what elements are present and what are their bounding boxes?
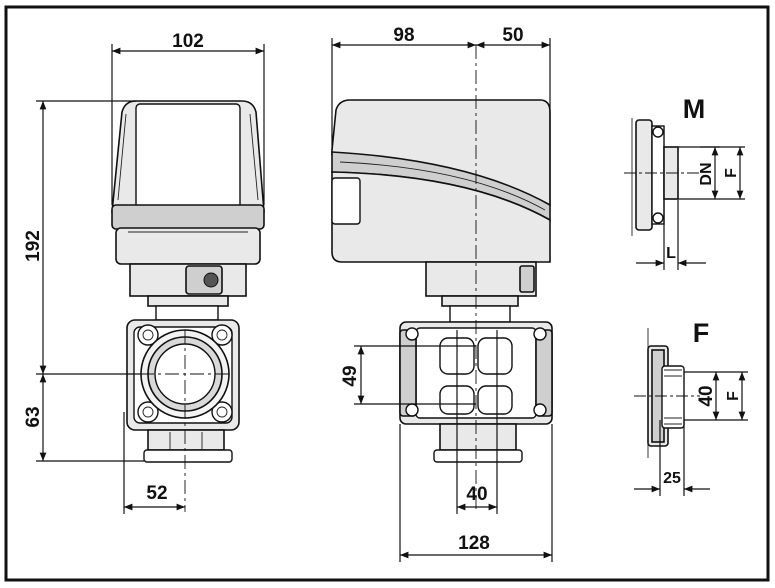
detail-f-40-label: 40	[696, 385, 717, 406]
detail-m-l-label: L	[666, 245, 676, 262]
front-actuator-housing	[111, 100, 265, 265]
dim-front-width-label: 102	[172, 31, 204, 52]
dim-side-overall-label: 128	[458, 533, 490, 554]
dim-front-width: 102	[111, 31, 265, 205]
dim-side-port-spacing: 49	[340, 345, 476, 405]
side-view: 98 50 49 40 128	[331, 25, 553, 562]
detail-m-dn-label: DN	[698, 162, 715, 185]
dim-front-height-lower-label: 63	[23, 406, 44, 427]
dim-side-depth-front-label: 50	[502, 25, 523, 46]
front-neck	[129, 263, 247, 321]
side-neck	[425, 261, 537, 323]
side-valve-body	[399, 321, 553, 463]
detail-f-25-label: 25	[663, 470, 681, 487]
dim-side-depth: 98 50	[331, 25, 551, 205]
detail-f-label: F	[693, 318, 710, 348]
side-actuator-housing	[331, 99, 551, 263]
front-view: 102 192 63 52	[23, 31, 265, 514]
dim-front-height-lower: 63	[23, 374, 144, 462]
dim-front-port: 52	[123, 412, 185, 514]
detail-f-f-label: F	[725, 391, 742, 401]
dim-side-port-spacing-label: 49	[340, 365, 361, 386]
front-valve-body	[126, 319, 240, 463]
detail-m-label: M	[683, 94, 706, 124]
dim-front-height-upper-label: 192	[23, 230, 44, 262]
dim-side-overall: 128	[399, 424, 553, 562]
dim-side-port-width: 40	[456, 330, 498, 514]
dim-front-height-upper: 192	[23, 100, 136, 374]
detail-f: F 40 F 25	[634, 318, 748, 496]
drawing-border	[4, 5, 770, 582]
detail-m-f-label: F	[723, 168, 740, 178]
dim-front-port-label: 52	[146, 483, 167, 504]
dim-side-depth-back-label: 98	[393, 25, 414, 46]
detail-m: M DN F L	[624, 94, 745, 270]
dim-side-port-width-label: 40	[466, 484, 487, 505]
